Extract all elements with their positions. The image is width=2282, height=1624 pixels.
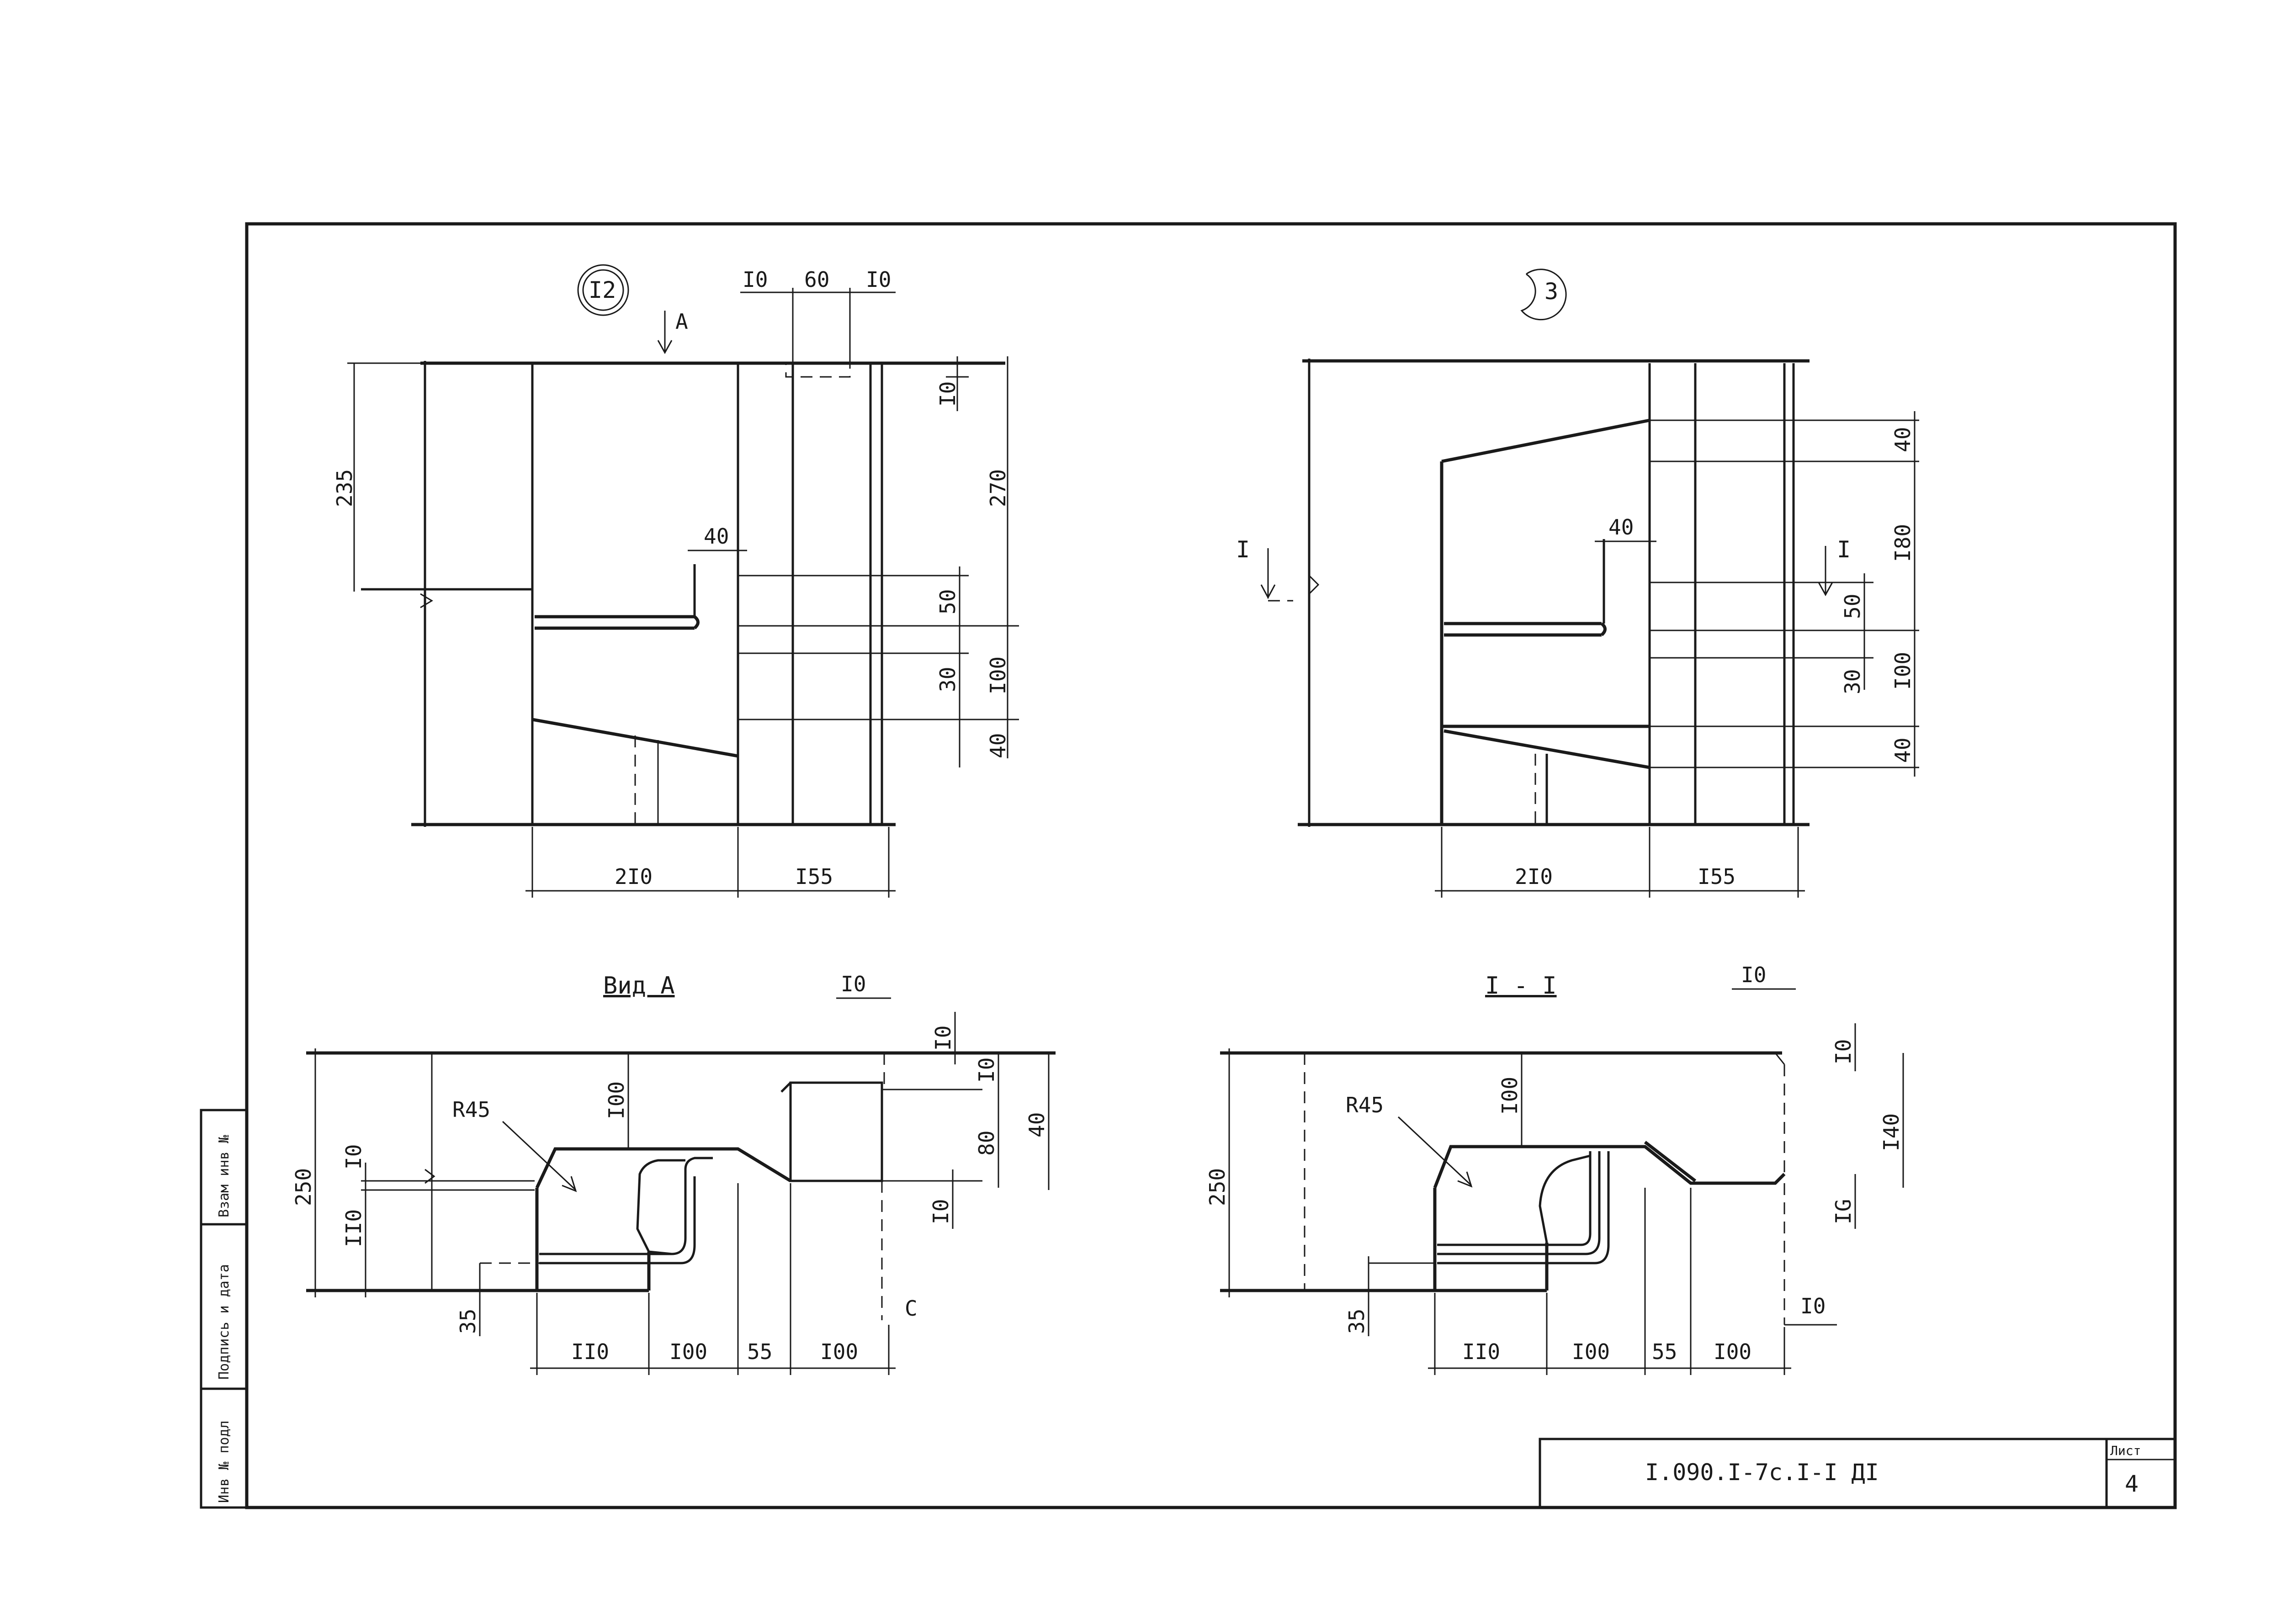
- node-3-drawing: 3 I I: [1236, 269, 1919, 898]
- n12-dim-top-10b: I0: [866, 267, 891, 292]
- section-1-1-drawing: I - I R45 I00 250 35 I0 I0 I40: [1205, 963, 1904, 1375]
- node-3-marker: 3: [1544, 278, 1558, 305]
- n12-dim-30: 30: [935, 667, 960, 692]
- va-dim-35: 35: [456, 1309, 480, 1334]
- s1-dim-35: 35: [1344, 1309, 1369, 1334]
- n12-dim-235: 235: [332, 469, 357, 507]
- n12-dim-right-10: I0: [935, 381, 960, 407]
- node-12-marker: I2: [589, 277, 616, 303]
- node-12-view-arrow: A: [675, 309, 688, 334]
- side-stamp: Инв № подл Подпись и дата Взам инв №: [200, 1109, 248, 1509]
- sheet-frame: [245, 222, 2177, 1509]
- node-12-drawing: I2 A 235: [332, 264, 1019, 898]
- s1-dim-b-100a: I00: [1572, 1339, 1610, 1364]
- va-dim-100c: I00: [604, 1081, 629, 1119]
- va-dim-b-55: 55: [747, 1339, 772, 1364]
- va-dim-b-110: II0: [571, 1339, 609, 1364]
- n12-dim-210: 2I0: [615, 864, 653, 889]
- n3-dim-210: 2I0: [1515, 864, 1553, 889]
- n3-dim-100: I00: [1890, 652, 1915, 690]
- s1-dim-r-140: I40: [1879, 1113, 1904, 1151]
- title-block: I.090.I-7c.I-I ДI Лист 4: [1539, 1438, 2176, 1509]
- s1-dim-r-10c: I0: [1800, 1294, 1826, 1318]
- va-dim-r-c: С: [905, 1296, 918, 1321]
- view-a-title: Вид А: [603, 972, 675, 1000]
- s1-dim-100c: I00: [1497, 1077, 1522, 1115]
- stamp-cell-replace: Взам инв №: [216, 1135, 232, 1217]
- n3-dim-40a: 40: [1890, 427, 1915, 452]
- va-dim-r-10a: I0: [931, 1026, 955, 1051]
- n3-dim-40c: 40: [1608, 515, 1634, 540]
- s1-dim-top-10: I0: [1741, 963, 1766, 987]
- va-dim-b-100a: I00: [669, 1339, 707, 1364]
- va-dim-r-10b: I0: [974, 1058, 999, 1083]
- s1-dim-r-10b: IG: [1831, 1199, 1856, 1224]
- va-dim-110: II0: [341, 1209, 366, 1247]
- va-dim-b-100b: I00: [820, 1339, 858, 1364]
- n3-section-mark-right: I: [1837, 536, 1851, 563]
- va-dim-r-10c: I0: [929, 1199, 953, 1224]
- n12-dim-top-60: 60: [804, 267, 829, 292]
- section-title: I - I: [1485, 972, 1557, 1000]
- s1-dim-r-10a: I0: [1831, 1039, 1856, 1064]
- n12-dim-top-10a: I0: [743, 267, 768, 292]
- n3-section-mark-left: I: [1236, 536, 1250, 563]
- s1-dim-b-110: II0: [1462, 1339, 1500, 1364]
- n12-dim-50: 50: [935, 589, 960, 614]
- n3-dim-50: 50: [1840, 594, 1865, 619]
- va-dim-r-80: 80: [974, 1131, 999, 1156]
- sheet-code: I.090.I-7c.I-I ДI: [1645, 1459, 1879, 1486]
- n3-dim-30: 30: [1840, 669, 1865, 694]
- n12-dim-right-270: 270: [986, 469, 1010, 507]
- s1-dim-250: 250: [1205, 1168, 1230, 1206]
- stamp-cell-inv: Инв № подл: [216, 1420, 232, 1503]
- n12-dim-40r: 40: [986, 733, 1010, 758]
- s1-dim-b-55: 55: [1652, 1339, 1677, 1364]
- list-label: Лист: [2110, 1443, 2141, 1458]
- n3-dim-180: I80: [1890, 524, 1915, 562]
- n12-dim-100: I00: [986, 656, 1010, 694]
- s1-dim-b-100b: I00: [1714, 1339, 1751, 1364]
- va-dim-top-10: I0: [841, 972, 866, 996]
- view-a-drawing: Вид А R45 I00 250 I0 II0: [291, 972, 1056, 1375]
- n12-dim-155: I55: [795, 864, 833, 889]
- va-radius: R45: [452, 1097, 490, 1122]
- va-dim-10: I0: [341, 1144, 366, 1169]
- s1-radius: R45: [1346, 1093, 1384, 1117]
- n3-dim-40b: 40: [1890, 738, 1915, 763]
- list-number: 4: [2125, 1471, 2139, 1497]
- va-dim-250: 250: [291, 1168, 316, 1206]
- n12-dim-40c: 40: [704, 524, 729, 549]
- stamp-cell-sign: Подпись и дата: [216, 1264, 232, 1380]
- va-dim-r-140: 40: [1024, 1112, 1049, 1137]
- n3-dim-155: I55: [1698, 864, 1735, 889]
